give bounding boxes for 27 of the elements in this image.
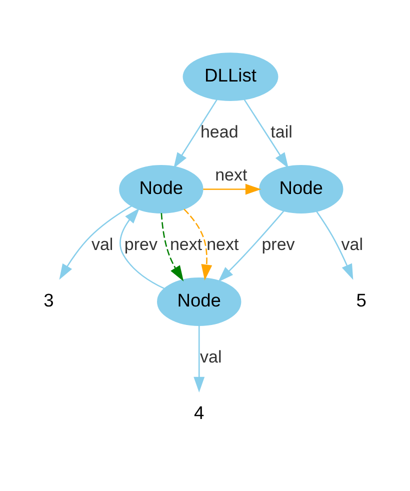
arrow xyxy=(174,99,218,168)
arrow xyxy=(160,213,184,282)
arrow xyxy=(184,208,212,280)
edge-label: next xyxy=(215,166,248,185)
arrow xyxy=(218,210,284,282)
arrow xyxy=(203,184,262,195)
edge-label: next xyxy=(206,234,239,254)
edge-label: prev xyxy=(262,234,295,254)
arrow xyxy=(120,208,164,290)
edge-label: tail xyxy=(270,122,292,142)
edge-label: prev xyxy=(124,234,158,254)
node-text: 4 xyxy=(194,402,204,424)
edge-label: head xyxy=(200,122,238,142)
arrow xyxy=(316,211,354,280)
arrow xyxy=(194,326,205,393)
node-ellipse: DLList xyxy=(182,52,278,101)
edge-label: val xyxy=(341,234,364,254)
edge-label: next xyxy=(170,234,202,254)
arrow xyxy=(244,99,289,168)
arrow xyxy=(59,205,132,280)
node-ellipse: Node xyxy=(119,165,204,214)
node-ellipse: Node xyxy=(259,165,344,214)
node-text: 5 xyxy=(356,290,366,311)
edge-label: val xyxy=(91,234,114,254)
node-text: 3 xyxy=(44,290,54,311)
edge-label: val xyxy=(200,347,222,366)
node-ellipse: Node xyxy=(157,278,242,326)
